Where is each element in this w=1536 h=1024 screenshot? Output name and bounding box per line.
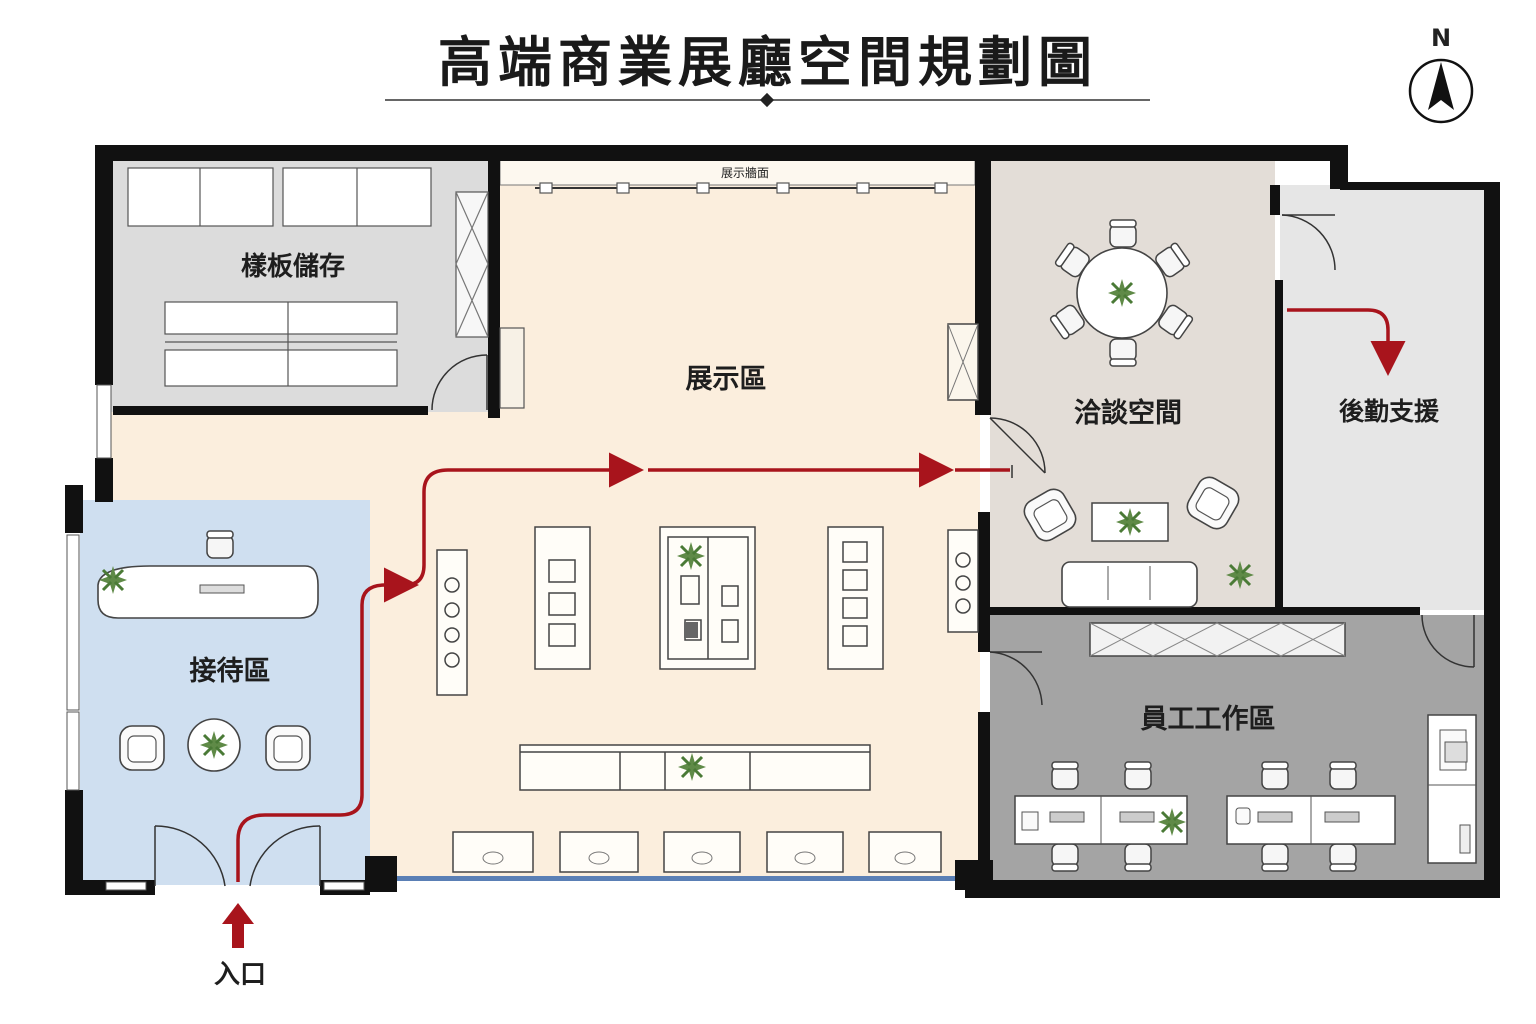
label-reception: 接待區 (190, 656, 271, 687)
compass-letter: N (1431, 24, 1451, 52)
label-entrance: 入口 (214, 960, 266, 990)
track-lights (539, 182, 948, 194)
north-arrow-icon (1428, 62, 1454, 110)
label-staff: 員工工作區 (1141, 704, 1276, 735)
label-sample-storage: 樣板儲存 (241, 251, 345, 282)
page-title: 高端商業展廳空間規劃圖 (438, 30, 1098, 94)
reception-furniture (97, 530, 319, 772)
doors (154, 214, 1475, 887)
label-logistics: 後勤支援 (1339, 397, 1440, 426)
compass: N (1408, 24, 1474, 124)
entrance-arrow-icon (222, 903, 254, 948)
staff-furniture (1014, 622, 1477, 872)
walls (65, 145, 1500, 898)
label-meeting: 洽談空間 (1074, 397, 1182, 429)
product-sample (684, 622, 698, 638)
display-wall-label: 展示牆面 (721, 165, 769, 180)
display-wall: 展示牆面 (499, 159, 976, 194)
room-reception (80, 500, 370, 885)
label-showroom: 展示區 (686, 364, 767, 395)
plant-icon (675, 540, 707, 572)
storage-shelves (127, 167, 525, 409)
visitor-route (236, 308, 1406, 882)
plant-icon (676, 751, 708, 783)
meeting-furniture (1019, 219, 1256, 608)
room-logistics (1280, 185, 1485, 610)
title-divider (385, 92, 1150, 108)
windows (66, 384, 365, 891)
